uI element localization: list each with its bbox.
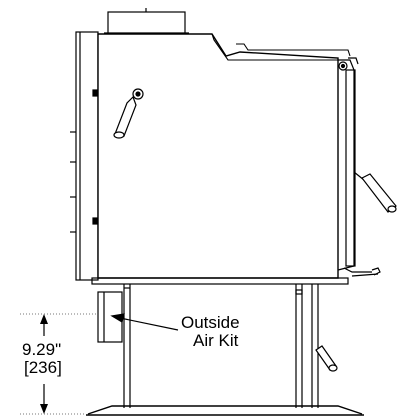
callout-label-air-kit: Air Kit [193, 331, 239, 350]
door-handle [353, 171, 397, 213]
flue-collar [104, 8, 189, 35]
callout-label-outside: Outside [181, 313, 240, 332]
dimension-9-29 [20, 313, 96, 415]
top-ledge [211, 33, 351, 61]
bottom-plate [91, 277, 349, 285]
base-plate [86, 405, 364, 416]
ash-lever [315, 345, 338, 372]
dimension-label-mm: [236] [24, 358, 62, 377]
callout-leader [110, 313, 179, 331]
pedestal [123, 284, 319, 408]
firebox-body [97, 33, 339, 279]
air-control-handle [113, 88, 144, 139]
front-door [337, 57, 381, 277]
rear-panel [70, 31, 99, 281]
dimension-label-inches: 9.29" [22, 340, 62, 359]
